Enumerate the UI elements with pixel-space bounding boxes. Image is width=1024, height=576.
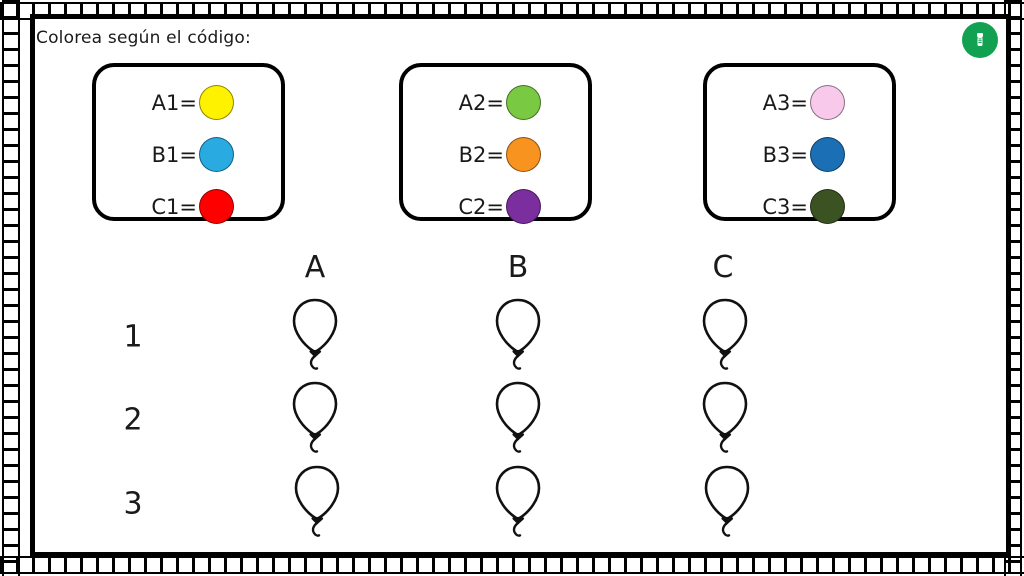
balloon-cell-b3[interactable] [485, 463, 551, 545]
balloon-cell-a3[interactable] [284, 463, 350, 545]
balloon-cell-a1[interactable] [282, 296, 348, 378]
legend-entry: C2= [403, 185, 588, 228]
logo-mark-icon [977, 33, 983, 46]
balloon-cell-b2[interactable] [485, 379, 551, 461]
balloon-icon [292, 381, 338, 453]
row-label-3: 3 [123, 486, 143, 522]
legend-entry: B3= [707, 133, 892, 176]
legend-code: C2= [458, 194, 504, 219]
balloon-icon [702, 298, 748, 370]
color-swatch [506, 85, 541, 120]
legend-code: C3= [762, 194, 808, 219]
color-swatch [810, 189, 845, 224]
column-header-b: B [507, 250, 529, 285]
row-label-1: 1 [123, 319, 143, 355]
legend-entry: B1= [96, 133, 281, 176]
color-swatch [199, 189, 234, 224]
legend-code: B3= [762, 142, 808, 167]
legend-code: A1= [151, 90, 197, 115]
page-title: Colorea según el código: [36, 28, 251, 48]
border-band-bottom [0, 556, 1024, 574]
balloon-icon [292, 298, 338, 370]
legend-entry: C1= [96, 185, 281, 228]
row-label-2: 2 [123, 402, 143, 438]
color-swatch [199, 137, 234, 172]
balloon-grid: A B C 1 2 3 [0, 240, 1024, 550]
balloon-icon [495, 465, 541, 537]
color-swatch [506, 189, 541, 224]
legend-code: B1= [151, 142, 197, 167]
balloon-icon [495, 381, 541, 453]
legend-entry: A3= [707, 81, 892, 124]
color-swatch [506, 137, 541, 172]
balloon-cell-b1[interactable] [485, 296, 551, 378]
brand-logo [962, 22, 998, 58]
legend-entry: B2= [403, 133, 588, 176]
balloon-icon [294, 465, 340, 537]
legend-code: B2= [458, 142, 504, 167]
balloon-icon [702, 381, 748, 453]
legend-box-3: A3= B3= C3= [703, 63, 896, 224]
legend-entry: A1= [96, 81, 281, 124]
legend-code: A2= [458, 90, 504, 115]
balloon-cell-a2[interactable] [282, 379, 348, 461]
legend-box-2: A2= B2= C2= [399, 63, 592, 224]
balloon-cell-c3[interactable] [694, 463, 760, 545]
balloon-icon [495, 298, 541, 370]
color-swatch [199, 85, 234, 120]
color-swatch [810, 137, 845, 172]
legend-entry: C3= [707, 185, 892, 228]
legend-entry: A2= [403, 81, 588, 124]
legend-row: A1= B1= C1= A2= B2= C2= [0, 63, 1024, 228]
column-header-a: A [304, 250, 326, 285]
column-header-c: C [712, 250, 734, 285]
legend-code: A3= [762, 90, 808, 115]
balloon-cell-c1[interactable] [692, 296, 758, 378]
balloon-cell-c2[interactable] [692, 379, 758, 461]
legend-box-1: A1= B1= C1= [92, 63, 285, 224]
color-swatch [810, 85, 845, 120]
balloon-icon [704, 465, 750, 537]
legend-code: C1= [151, 194, 197, 219]
